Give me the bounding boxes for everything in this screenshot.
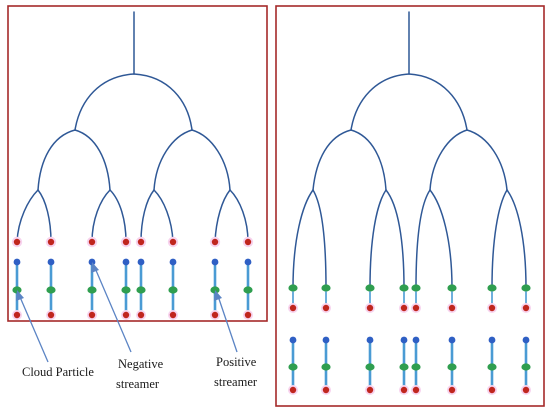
left-panel [7, 5, 268, 363]
left-panel-frame [7, 5, 268, 322]
left-streamer-pairs [12, 258, 253, 320]
streamer-pair [210, 258, 220, 320]
positive-streamer-label-line1: Positive [216, 355, 257, 369]
right-panel [275, 5, 545, 407]
positive-streamer-arrow [217, 295, 238, 353]
right-panel-frame [275, 5, 545, 407]
right-streamer-pairs [288, 336, 531, 395]
branch-tip-particle [211, 238, 219, 246]
branch-tip-particle [13, 238, 21, 246]
branch-tip-particle [88, 238, 96, 246]
positive-streamer-label-line2: streamer [214, 375, 258, 389]
left-branch-tips [11, 236, 254, 248]
streamer-pair [46, 258, 56, 320]
branch-tip-particle [244, 238, 252, 246]
cloud-particle-arrow [19, 296, 49, 363]
branch-tip-particle [122, 238, 130, 246]
negative-streamer-label-line1: Negative [118, 357, 164, 371]
negative-streamer-arrow [94, 267, 132, 353]
branch-tip-particle [47, 238, 55, 246]
annotation-arrows [16, 262, 238, 363]
negative-streamer-label-line2: streamer [116, 377, 160, 391]
right-branch-tree [292, 11, 527, 289]
cloud-particle-label: Cloud Particle [22, 365, 94, 379]
streamer-pair [12, 258, 22, 320]
streamer-pair [168, 258, 178, 320]
branch-tip-particle [137, 238, 145, 246]
branch-tip-particle [169, 238, 177, 246]
right-upper-particles [288, 284, 531, 313]
left-branch-tree [16, 11, 249, 243]
streamer-pair [136, 258, 146, 320]
streamer-pair [243, 258, 253, 320]
streamer-pair [121, 258, 131, 320]
